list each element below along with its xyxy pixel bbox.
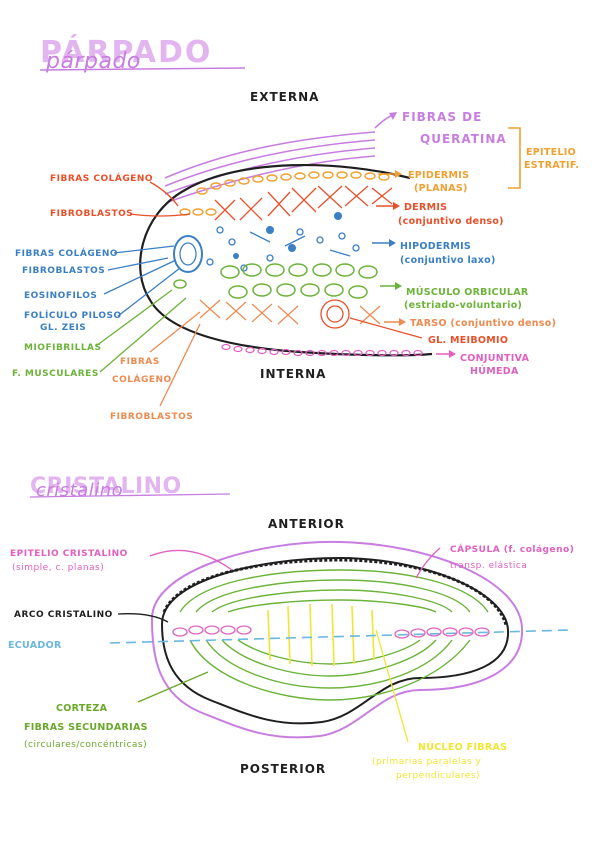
tarso-arrowhead <box>399 318 406 326</box>
epitelio-bracket <box>508 128 520 188</box>
fibroblastos-salmon-label: FIBROBLASTOS <box>110 412 193 422</box>
foliculo-label-2: GL. ZEIS <box>40 323 86 333</box>
fibras-colageno-red-arrow <box>150 182 178 206</box>
hipodermis-label-2: (conjuntivo laxo) <box>400 255 496 266</box>
lens-cortex-fibers <box>180 570 488 700</box>
epidermis-label-1: EPIDERMIS <box>408 170 469 181</box>
eyelid-outline <box>140 165 432 355</box>
fibras-colageno-salmon-label-2: COLÁGENO <box>112 373 172 385</box>
tarsus-collagen <box>200 300 380 324</box>
lens-nucleus-fibers <box>268 604 374 666</box>
posterior-label: POSTERIOR <box>240 762 326 776</box>
nucleo-label-3: perpendiculares) <box>396 771 480 781</box>
dermis-label-2: (conjuntivo denso) <box>398 216 504 227</box>
corteza-arrow <box>138 672 208 702</box>
hipodermis-arrowhead <box>389 239 396 247</box>
epitelio-cristalino-label-2: (simple, c. planas) <box>12 563 104 573</box>
parpado-title-group: PÁRPADO párpado <box>40 34 245 74</box>
arco-cristalino-arrow <box>118 614 168 622</box>
hipodermis-label-1: HIPODERMIS <box>400 241 471 252</box>
dermis-arrowhead <box>393 202 400 210</box>
corteza-label-3: (circulares/concéntricas) <box>24 739 147 750</box>
epitelio-estratif-label-2: ESTRATIF. <box>524 160 579 171</box>
conjuntiva-arrowhead <box>449 350 456 358</box>
anterior-label: ANTERIOR <box>268 517 345 531</box>
meibomian-gland <box>321 300 349 328</box>
fibras-queratina-label-2: QUERATINA <box>420 132 507 146</box>
cristalino-subtitle: cristalino <box>36 480 123 501</box>
fibroblastos-blue-label: FIBROBLASTOS <box>22 266 105 276</box>
orbicular-muscle-cells <box>174 264 377 298</box>
conjuntiva-label-1: CONJUNTIVA <box>460 353 530 364</box>
foliculo-arrow <box>118 268 180 316</box>
fibroblastos-red-label: FIBROBLASTOS <box>50 209 133 219</box>
tarso-label: TARSO (conjuntivo denso) <box>410 318 556 329</box>
miofibrillas-label: MIOFIBRILLAS <box>24 343 102 353</box>
capsula-label-1: CÁPSULA (f. colágeno) <box>450 543 574 555</box>
cristalino-title-group: CRISTALINO cristalino <box>30 474 230 501</box>
capsula-label-2: transp. elástica <box>450 561 527 571</box>
equator-cell-nuclei <box>173 626 489 638</box>
epitelio-cristalino-label-1: EPITELIO CRISTALINO <box>10 549 128 559</box>
corteza-label-2: FIBRAS SECUNDARIAS <box>24 722 148 733</box>
foliculo-label-1: FOLÍCULO PILOSO <box>24 309 122 321</box>
musculo-label-2: (estriado-voluntario) <box>404 300 522 311</box>
fibras-colageno-salmon-label-1: FIBRAS <box>120 357 160 367</box>
fibras-colageno-red-label: FIBRAS COLÁGENO <box>50 172 153 184</box>
fibras-colageno-blue-arrow <box>114 246 174 253</box>
hypodermis-cells <box>174 227 359 272</box>
hypodermis-dots <box>233 212 342 259</box>
corteza-label-1: CORTEZA <box>56 703 108 714</box>
eosinofilos-label: EOSINOFILOS <box>24 291 97 301</box>
musculo-arrowhead <box>395 282 402 290</box>
f-musculares-label: F. MUSCULARES <box>12 369 99 379</box>
arco-cristalino-label: ARCO CRISTALINO <box>14 610 113 620</box>
musculo-label-1: MÚSCULO ORBICULAR <box>406 286 529 298</box>
fibras-queratina-label-1: FIBRAS DE <box>402 110 482 124</box>
conjuntiva-label-2: HÚMEDA <box>470 365 519 377</box>
dermis-collagen <box>215 186 392 220</box>
fibras-colageno-blue-label: FIBRAS COLÁGENO <box>15 247 118 259</box>
meibomio-label: GL. MEIBOMIO <box>428 335 508 346</box>
fibroblastos-salmon-arrow <box>160 324 200 406</box>
nucleo-label-1: NÚCLEO FIBRAS <box>418 741 507 753</box>
interna-label: INTERNA <box>260 367 326 381</box>
ecuador-label: ECUADOR <box>8 640 62 651</box>
epitelio-estratif-label-1: EPITELIO <box>526 147 576 158</box>
nucleo-label-2: (primarias paralelas y <box>372 757 482 767</box>
epidermis-label-2: (PLANAS) <box>414 183 468 194</box>
dermis-label-1: DERMIS <box>404 202 447 213</box>
externa-label: EXTERNA <box>250 90 319 104</box>
